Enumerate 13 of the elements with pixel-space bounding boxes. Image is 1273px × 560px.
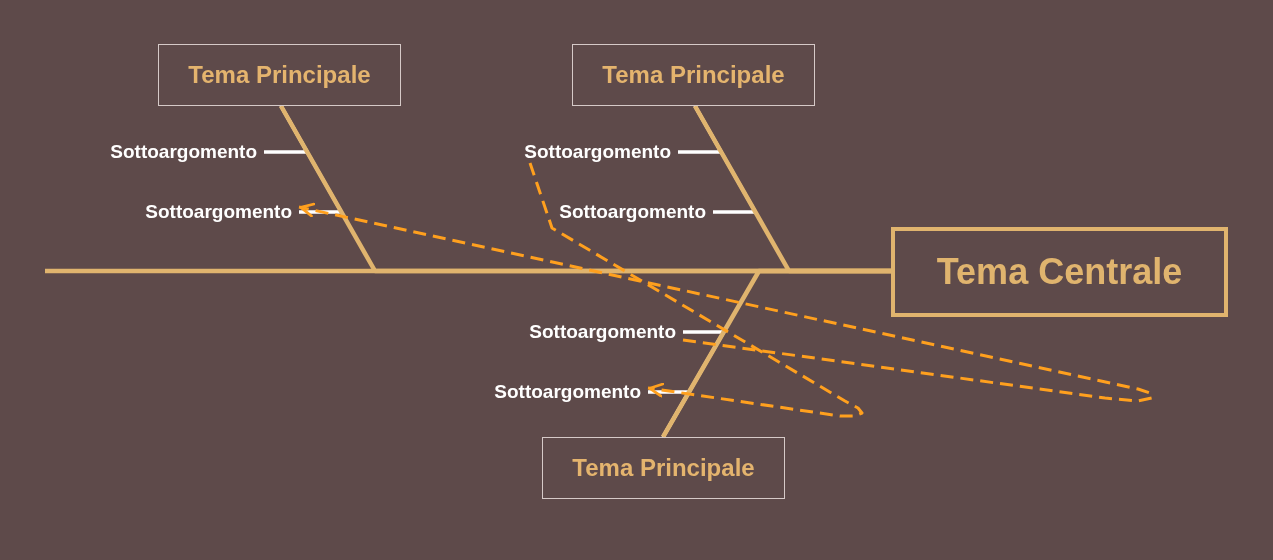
dashed-arrow	[298, 202, 1154, 403]
subtopic-label: Sottoargomento	[145, 201, 299, 223]
subtopic-label: Sottoargomento	[529, 321, 683, 343]
dashed-arrow	[528, 162, 864, 418]
subtopic-label: Sottoargomento	[110, 141, 264, 163]
subtopic-label: Sottoargomento	[559, 201, 713, 223]
central-topic-box: Tema Centrale	[891, 227, 1228, 317]
spine-line	[45, 268, 891, 274]
subtopic-label: Sottoargomento	[494, 381, 648, 403]
subtopic-label: Sottoargomento	[524, 141, 678, 163]
topic-box: Tema Principale	[158, 44, 401, 106]
topic-box: Tema Principale	[542, 437, 785, 499]
topic-box: Tema Principale	[572, 44, 815, 106]
